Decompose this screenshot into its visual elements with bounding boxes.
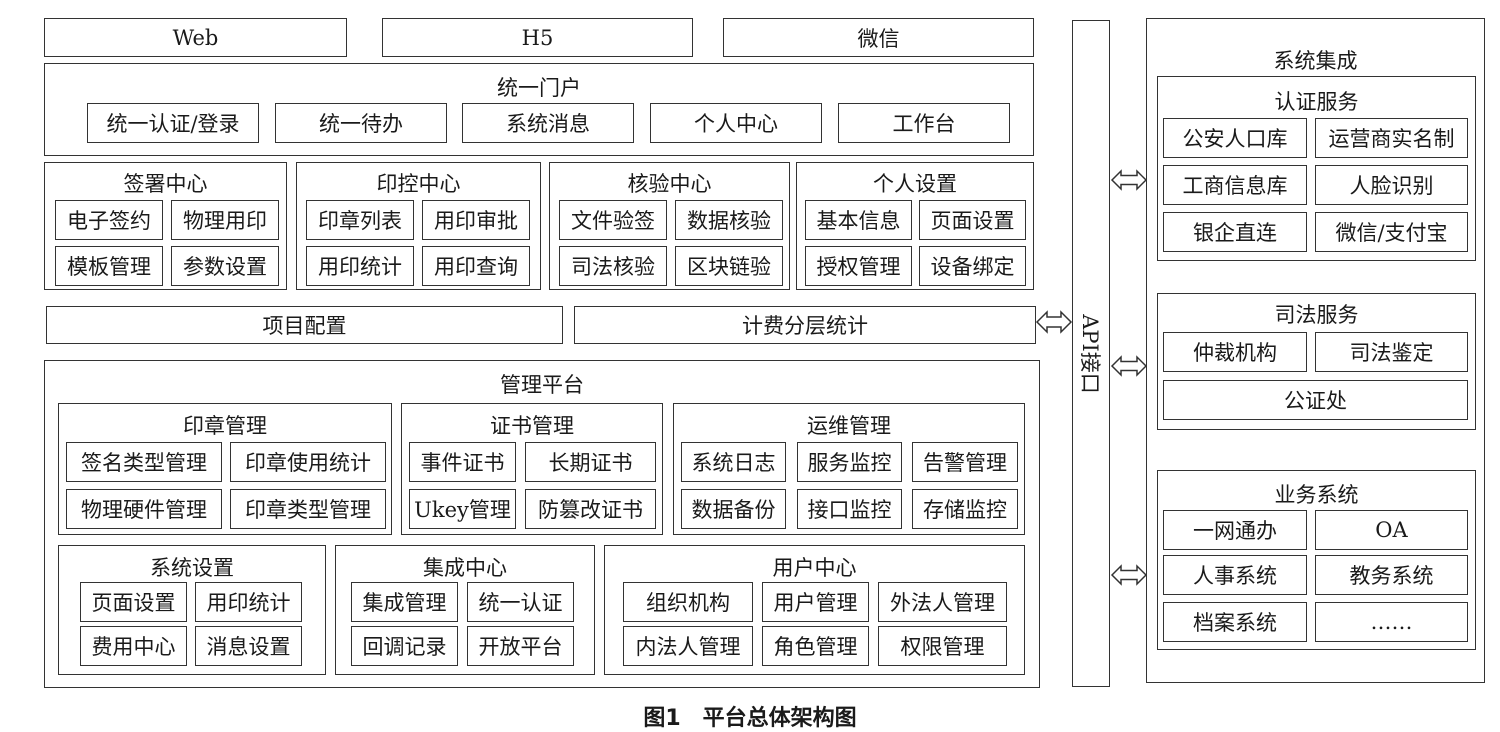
signing-center-title: 签署中心: [123, 172, 208, 196]
business-system-item: OA: [1315, 510, 1468, 550]
personal-item: 设备绑定: [919, 246, 1026, 286]
client-wechat: 微信: [723, 18, 1034, 57]
management-title: 管理平台: [500, 373, 584, 397]
portal-item-login: 统一认证/登录: [87, 103, 259, 143]
integration-item: 集成管理: [351, 582, 458, 622]
ops-management-item: 接口监控: [797, 489, 902, 529]
seal-control-title: 印控中心: [376, 172, 461, 196]
user-center-item: 权限管理: [878, 626, 1007, 666]
judicial-service-item: 公证处: [1163, 380, 1468, 420]
double-arrow-icon: [1110, 564, 1148, 586]
personal-settings-title: 个人设置: [873, 172, 957, 196]
ops-management-item: 存储监控: [912, 489, 1018, 529]
user-center-item: 角色管理: [762, 626, 869, 666]
signing-item: 物理用印: [171, 200, 279, 240]
auth-service-item: 工商信息库: [1163, 165, 1307, 205]
business-system-item: 教务系统: [1315, 555, 1468, 595]
auth-services-title: 认证服务: [1274, 90, 1359, 114]
portal-item-messages: 系统消息: [462, 103, 634, 143]
auth-service-item: 微信/支付宝: [1315, 212, 1468, 252]
ops-management-item: 服务监控: [797, 442, 902, 482]
personal-item: 页面设置: [919, 200, 1026, 240]
system-settings-item: 页面设置: [80, 582, 187, 622]
verification-item: 数据核验: [675, 200, 783, 240]
auth-service-item: 银企直连: [1163, 212, 1307, 252]
system-settings-item: 消息设置: [195, 626, 302, 666]
seal-control-item: 用印查询: [422, 246, 530, 286]
double-arrow-icon: [1110, 169, 1148, 191]
portal-item-todo: 统一待办: [275, 103, 447, 143]
verification-title: 核验中心: [627, 172, 712, 196]
user-center-title: 用户中心: [772, 556, 857, 580]
judicial-services-title: 司法服务: [1274, 303, 1359, 327]
seal-management-item: 印章使用统计: [230, 442, 386, 482]
figure-caption: 图1 平台总体架构图: [643, 706, 857, 731]
verification-item: 司法核验: [559, 246, 667, 286]
double-arrow-icon: [1035, 310, 1073, 334]
business-system-item: ……: [1315, 602, 1468, 642]
signing-item: 模板管理: [55, 246, 163, 286]
business-system-item: 一网通办: [1163, 510, 1307, 550]
ops-management-item: 数据备份: [681, 489, 786, 529]
verification-item: 区块链验: [675, 246, 783, 286]
portal-item-personal-center: 个人中心: [650, 103, 822, 143]
verification-item: 文件验签: [559, 200, 667, 240]
portal-item-workbench: 工作台: [838, 103, 1010, 143]
auth-service-item: 人脸识别: [1315, 165, 1468, 205]
system-settings-item: 费用中心: [80, 626, 187, 666]
seal-management-item: 物理硬件管理: [66, 489, 222, 529]
user-center-item: 内法人管理: [623, 626, 753, 666]
cert-management-item: 事件证书: [409, 442, 516, 482]
business-system-item: 档案系统: [1163, 602, 1307, 642]
seal-management-title: 印章管理: [183, 414, 267, 438]
cert-management-item: 防篡改证书: [525, 489, 656, 529]
integration-item: 开放平台: [467, 626, 574, 666]
auth-service-item: 公安人口库: [1163, 118, 1307, 158]
cert-management-item: Ukey管理: [409, 489, 516, 529]
client-h5: H5: [382, 18, 693, 57]
ops-management-item: 系统日志: [681, 442, 786, 482]
user-center-item: 组织机构: [623, 582, 753, 622]
double-arrow-icon: [1110, 355, 1148, 377]
system-settings-item: 用印统计: [195, 582, 302, 622]
business-system-item: 人事系统: [1163, 555, 1307, 595]
user-center-item: 用户管理: [762, 582, 869, 622]
system-integration-title: 系统集成: [1273, 49, 1358, 73]
cert-management-item: 长期证书: [525, 442, 656, 482]
ops-management-item: 告警管理: [912, 442, 1018, 482]
seal-management-item: 签名类型管理: [66, 442, 222, 482]
integration-center-title: 集成中心: [423, 556, 507, 580]
api-interface-label: API接口: [1078, 313, 1102, 394]
seal-control-item: 印章列表: [306, 200, 414, 240]
user-center-item: 外法人管理: [878, 582, 1007, 622]
api-interface-bar: API接口: [1072, 20, 1110, 687]
signing-item: 参数设置: [171, 246, 279, 286]
project-config: 项目配置: [46, 306, 563, 344]
signing-item: 电子签约: [55, 200, 163, 240]
judicial-service-item: 仲裁机构: [1163, 332, 1307, 372]
seal-control-item: 用印统计: [306, 246, 414, 286]
business-systems-title: 业务系统: [1274, 483, 1359, 507]
seal-management-item: 印章类型管理: [230, 489, 386, 529]
personal-item: 授权管理: [805, 246, 912, 286]
auth-service-item: 运营商实名制: [1315, 118, 1468, 158]
client-web: Web: [44, 18, 347, 57]
ops-management-title: 运维管理: [807, 414, 891, 438]
system-settings-title: 系统设置: [150, 556, 234, 580]
billing-stats: 计费分层统计: [574, 306, 1036, 344]
cert-management-title: 证书管理: [490, 414, 574, 438]
personal-item: 基本信息: [805, 200, 912, 240]
judicial-service-item: 司法鉴定: [1315, 332, 1468, 372]
integration-item: 统一认证: [467, 582, 574, 622]
portal-title: 统一门户: [497, 76, 581, 100]
integration-item: 回调记录: [351, 626, 458, 666]
seal-control-item: 用印审批: [422, 200, 530, 240]
